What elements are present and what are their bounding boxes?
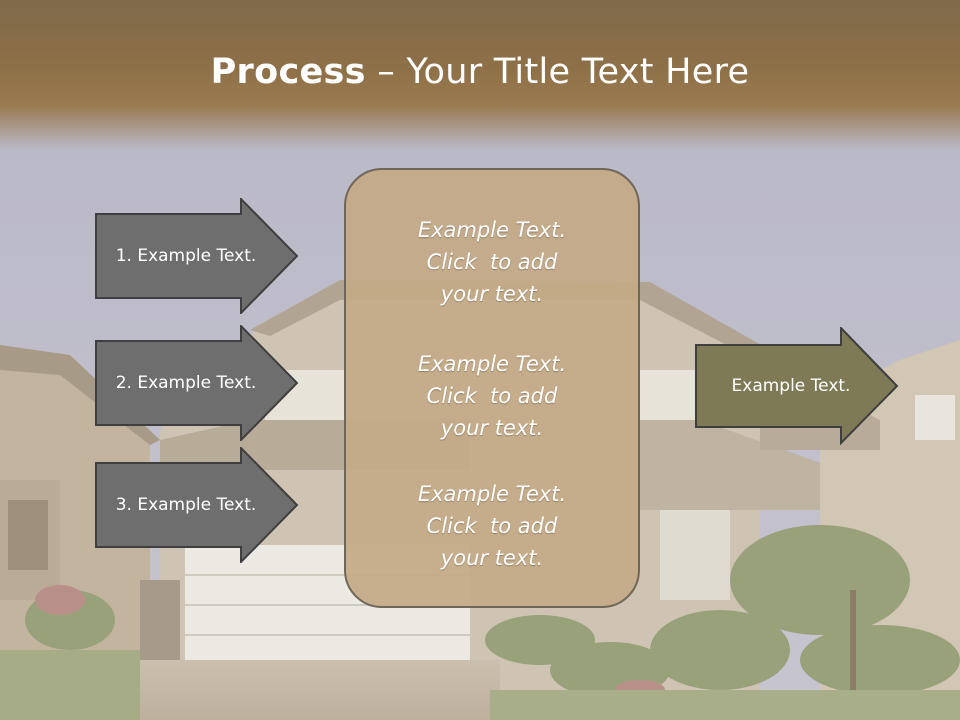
- block-line: Example Text.: [417, 218, 567, 242]
- block-line: your text.: [440, 282, 544, 306]
- block-line: your text.: [440, 546, 544, 570]
- block-line: Click to add: [426, 514, 558, 538]
- step-label: 2. Example Text.: [115, 373, 257, 393]
- result-label: Example Text.: [731, 376, 851, 396]
- arrow-right-shape: [95, 325, 299, 441]
- step-arrow-2[interactable]: 2. Example Text.: [95, 325, 300, 441]
- center-text-block-2[interactable]: Example Text. Click to add your text.: [346, 348, 638, 444]
- title-rest: – Your Title Text Here: [365, 52, 750, 92]
- block-line: your text.: [440, 416, 544, 440]
- block-line: Click to add: [426, 384, 558, 408]
- arrow-right-shape: [95, 198, 299, 314]
- slide-title[interactable]: Process – Your Title Text Here: [0, 52, 960, 92]
- step-label: 3. Example Text.: [115, 495, 257, 515]
- title-band: [0, 0, 960, 150]
- arrow-right-shape: [95, 447, 299, 563]
- center-text-block-3[interactable]: Example Text. Click to add your text.: [346, 478, 638, 574]
- step-arrow-3[interactable]: 3. Example Text.: [95, 447, 300, 563]
- step-arrow-1[interactable]: 1. Example Text.: [95, 198, 300, 314]
- arrow-right-shape: [695, 327, 899, 445]
- result-arrow[interactable]: Example Text.: [695, 327, 900, 445]
- center-text-block-1[interactable]: Example Text. Click to add your text.: [346, 214, 638, 310]
- block-line: Click to add: [426, 250, 558, 274]
- title-bold: Process: [210, 52, 366, 92]
- center-text-box[interactable]: Example Text. Click to add your text. Ex…: [344, 168, 640, 608]
- block-line: Example Text.: [417, 482, 567, 506]
- step-label: 1. Example Text.: [115, 246, 257, 266]
- block-line: Example Text.: [417, 352, 567, 376]
